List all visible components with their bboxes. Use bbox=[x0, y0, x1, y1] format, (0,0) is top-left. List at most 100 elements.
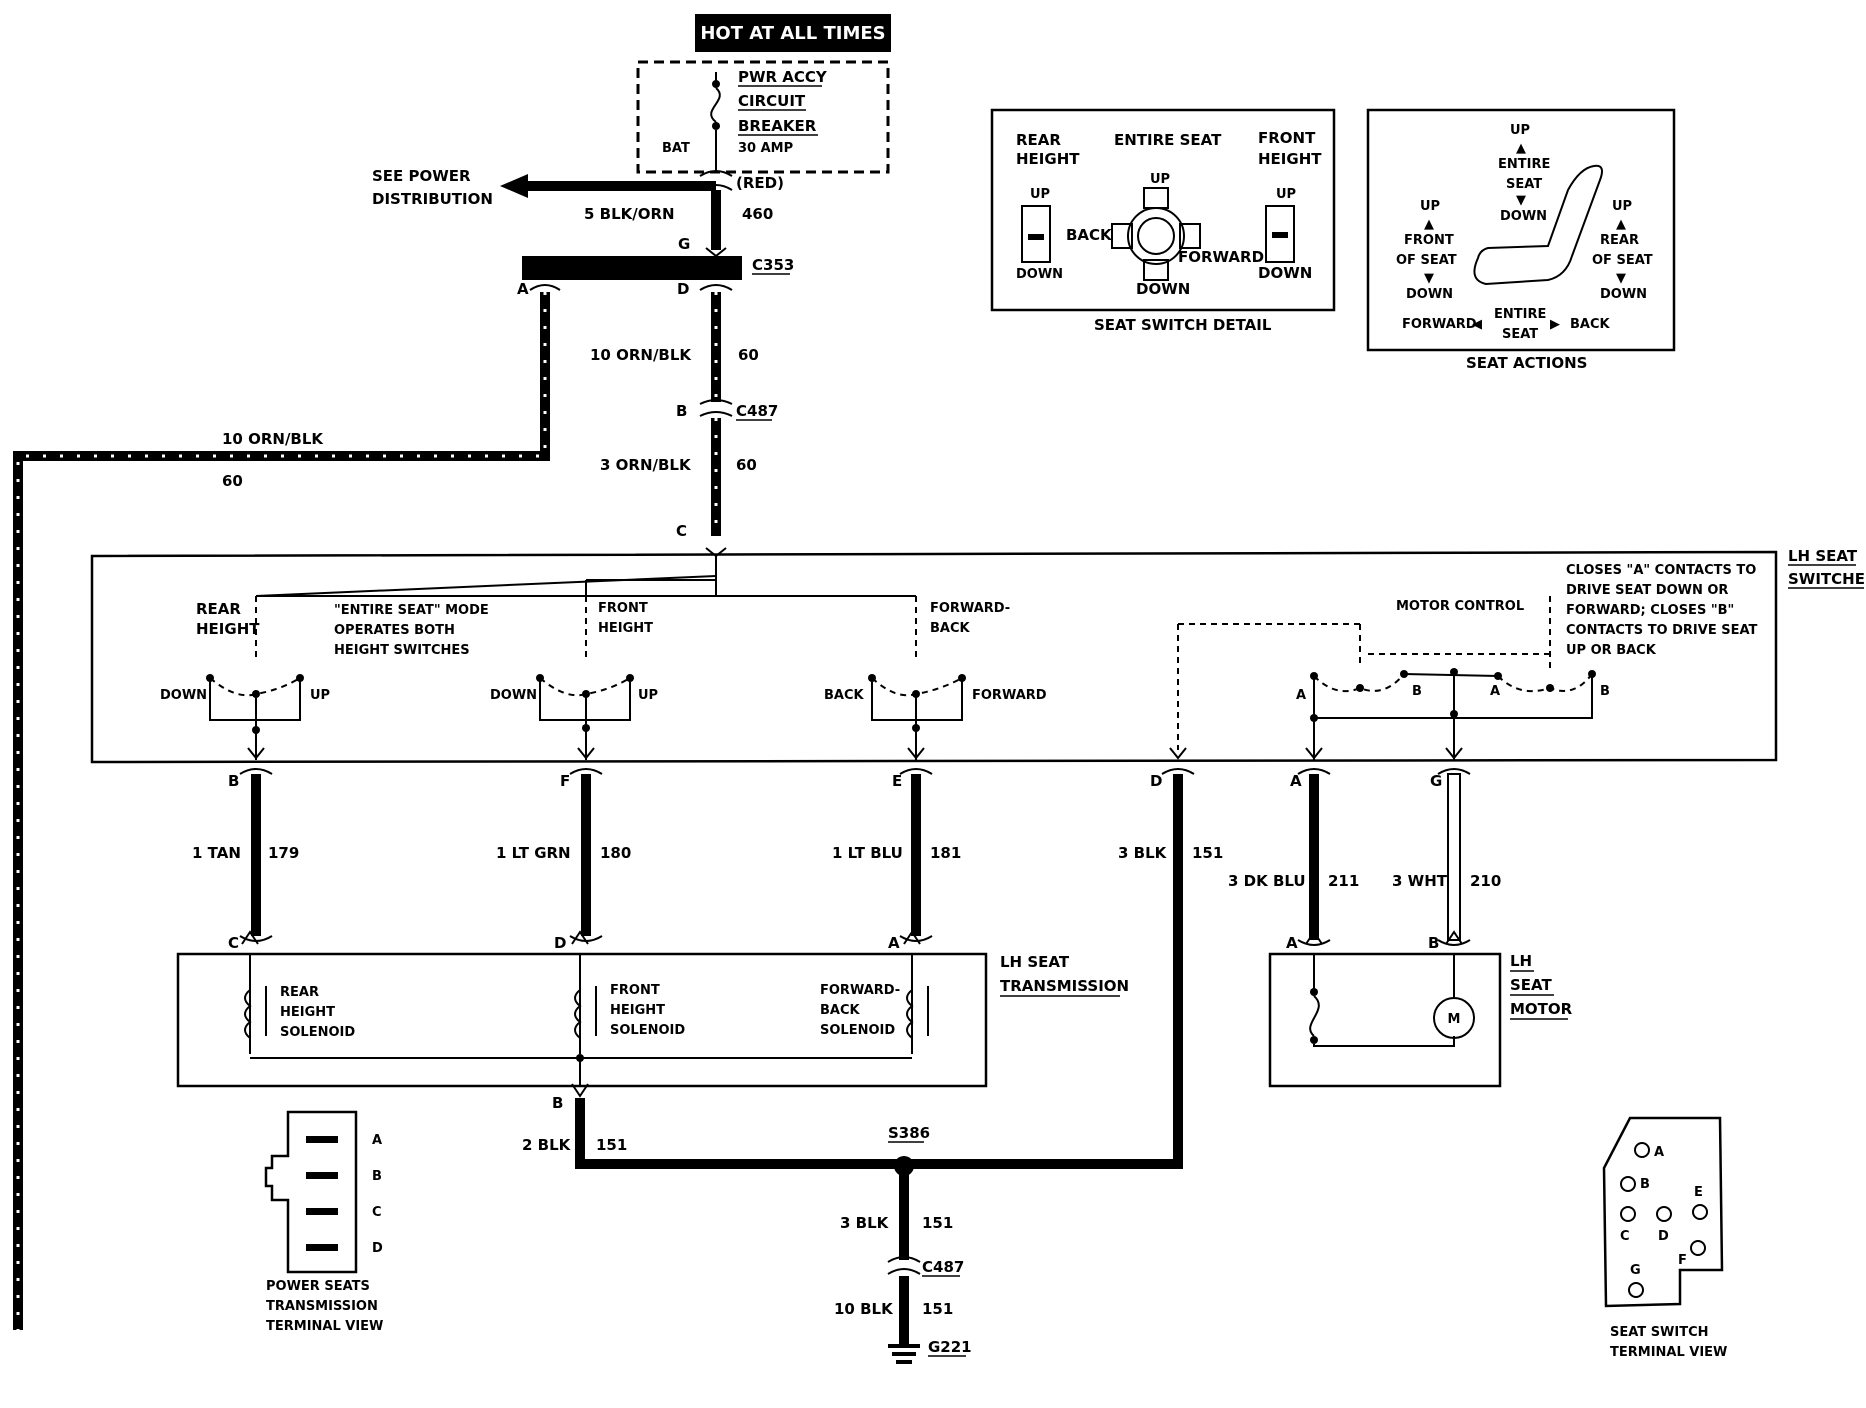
svg-text:▶: ▶ bbox=[1550, 317, 1560, 332]
svg-text:UP: UP bbox=[1276, 187, 1296, 202]
svg-text:151: 151 bbox=[1192, 844, 1223, 862]
svg-text:C: C bbox=[676, 522, 687, 540]
svg-text:REAR: REAR bbox=[1016, 131, 1061, 149]
svg-text:DOWN: DOWN bbox=[1016, 267, 1063, 282]
wire-179: B 1 TAN 179 C bbox=[192, 768, 299, 952]
svg-text:C487: C487 bbox=[736, 402, 778, 420]
svg-text:10 ORN/BLK: 10 ORN/BLK bbox=[222, 430, 324, 448]
svg-text:B: B bbox=[372, 1169, 382, 1184]
svg-text:179: 179 bbox=[268, 844, 299, 862]
svg-text:SEAT SWITCH: SEAT SWITCH bbox=[1610, 1325, 1709, 1340]
svg-text:DISTRIBUTION: DISTRIBUTION bbox=[372, 190, 493, 208]
svg-text:C: C bbox=[228, 934, 239, 952]
svg-text:ENTIRE: ENTIRE bbox=[1494, 307, 1546, 322]
svg-text:181: 181 bbox=[930, 844, 961, 862]
svg-text:FORWARD; CLOSES "B": FORWARD; CLOSES "B" bbox=[1566, 603, 1734, 618]
svg-text:UP: UP bbox=[1030, 187, 1050, 202]
svg-text:MOTOR CONTROL: MOTOR CONTROL bbox=[1396, 599, 1524, 614]
switch-terminal-view: A B E C D F G SEAT SWITCH TERMINAL VIEW bbox=[1602, 1116, 1727, 1360]
svg-text:▲: ▲ bbox=[1424, 217, 1434, 232]
svg-text:A: A bbox=[888, 934, 900, 952]
svg-text:SEAT: SEAT bbox=[1502, 327, 1538, 342]
svg-text:S386: S386 bbox=[888, 1124, 930, 1142]
svg-text:OF SEAT: OF SEAT bbox=[1396, 253, 1457, 268]
svg-text:3 WHT: 3 WHT bbox=[1392, 872, 1448, 890]
svg-text:TRANSMISSION: TRANSMISSION bbox=[1000, 977, 1129, 995]
svg-text:A: A bbox=[372, 1133, 382, 1148]
svg-text:SEAT SWITCH DETAIL: SEAT SWITCH DETAIL bbox=[1094, 316, 1272, 334]
svg-text:DOWN: DOWN bbox=[1136, 280, 1190, 298]
svg-text:HEIGHT SWITCHES: HEIGHT SWITCHES bbox=[334, 643, 470, 658]
svg-text:B: B bbox=[228, 772, 239, 790]
lh-seat-motor: LH SEAT MOTOR M bbox=[1268, 930, 1573, 1088]
svg-text:▲: ▲ bbox=[1616, 217, 1626, 232]
svg-text:151: 151 bbox=[922, 1300, 953, 1318]
svg-text:D: D bbox=[677, 280, 689, 298]
svg-text:C: C bbox=[1620, 1229, 1630, 1244]
svg-text:MOTOR: MOTOR bbox=[1510, 1000, 1573, 1018]
svg-text:REAR: REAR bbox=[196, 600, 241, 618]
svg-text:OPERATES BOTH: OPERATES BOTH bbox=[334, 623, 455, 638]
wire-151-ground-return: D 3 BLK 151 bbox=[900, 768, 1223, 1169]
lh-seat-transmission: LH SEAT TRANSMISSION REAR HEIGHT SOLENOI… bbox=[176, 930, 1129, 1088]
svg-text:3 ORN/BLK: 3 ORN/BLK bbox=[600, 456, 692, 474]
svg-text:LH SEAT: LH SEAT bbox=[1000, 953, 1070, 971]
svg-text:SEAT ACTIONS: SEAT ACTIONS bbox=[1466, 354, 1588, 372]
svg-text:B: B bbox=[676, 402, 687, 420]
svg-text:ENTIRE: ENTIRE bbox=[1498, 157, 1550, 172]
svg-text:CLOSES "A" CONTACTS TO: CLOSES "A" CONTACTS TO bbox=[1566, 563, 1756, 578]
svg-text:60: 60 bbox=[222, 472, 243, 490]
svg-text:211: 211 bbox=[1328, 872, 1359, 890]
svg-text:FRONT: FRONT bbox=[1404, 233, 1454, 248]
svg-text:B: B bbox=[1640, 1177, 1650, 1192]
svg-text:HEIGHT: HEIGHT bbox=[1258, 150, 1322, 168]
svg-text:460: 460 bbox=[742, 205, 773, 223]
svg-text:FORWARD-: FORWARD- bbox=[930, 601, 1010, 616]
svg-text:180: 180 bbox=[600, 844, 631, 862]
svg-text:A: A bbox=[1286, 934, 1298, 952]
svg-text:TRANSMISSION: TRANSMISSION bbox=[266, 1299, 378, 1314]
svg-text:5 BLK/ORN: 5 BLK/ORN bbox=[584, 205, 675, 223]
left-orn-blk-wire: 10 ORN/BLK 60 bbox=[13, 292, 550, 1330]
switch-forward-back: FORWARD- BACK BACK FORWARD bbox=[824, 601, 1047, 760]
svg-text:BREAKER: BREAKER bbox=[738, 117, 817, 135]
svg-text:2 BLK: 2 BLK bbox=[522, 1136, 572, 1154]
svg-text:BACK: BACK bbox=[1066, 226, 1113, 244]
svg-text:REAR: REAR bbox=[1600, 233, 1639, 248]
svg-text:1 TAN: 1 TAN bbox=[192, 844, 241, 862]
svg-text:SOLENOID: SOLENOID bbox=[610, 1023, 685, 1038]
svg-text:UP: UP bbox=[638, 688, 658, 703]
svg-text:SEAT: SEAT bbox=[1506, 177, 1542, 192]
svg-text:REAR: REAR bbox=[280, 985, 319, 1000]
svg-text:DRIVE SEAT DOWN OR: DRIVE SEAT DOWN OR bbox=[1566, 583, 1728, 598]
switch-rear-height: REAR HEIGHT DOWN UP bbox=[160, 600, 330, 760]
svg-text:A: A bbox=[1490, 684, 1500, 699]
svg-text:B: B bbox=[552, 1094, 563, 1112]
svg-text:151: 151 bbox=[596, 1136, 627, 1154]
svg-text:DOWN: DOWN bbox=[1500, 209, 1547, 224]
svg-text:HEIGHT: HEIGHT bbox=[1016, 150, 1080, 168]
motor-icon bbox=[1433, 997, 1475, 1039]
svg-text:DOWN: DOWN bbox=[1406, 287, 1453, 302]
center-orn-blk-wire: 10 ORN/BLK 60 B C487 3 ORN/BLK 60 C bbox=[590, 292, 778, 558]
svg-text:FORWARD: FORWARD bbox=[972, 688, 1047, 703]
svg-text:DOWN: DOWN bbox=[1600, 287, 1647, 302]
svg-text:M: M bbox=[1448, 1012, 1461, 1027]
switch-front-height: FRONT HEIGHT DOWN UP bbox=[490, 601, 658, 760]
svg-text:ENTIRE SEAT: ENTIRE SEAT bbox=[1114, 131, 1222, 149]
svg-text:TERMINAL VIEW: TERMINAL VIEW bbox=[266, 1319, 383, 1334]
power-feed: (RED) SEE POWER DISTRIBUTION 5 BLK/ORN 4… bbox=[372, 167, 784, 258]
svg-text:1 LT GRN: 1 LT GRN bbox=[496, 844, 571, 862]
svg-text:LH SEAT: LH SEAT bbox=[1788, 547, 1858, 565]
svg-text:HEIGHT: HEIGHT bbox=[280, 1005, 335, 1020]
svg-text:G: G bbox=[1630, 1263, 1641, 1278]
svg-text:LH: LH bbox=[1510, 952, 1532, 970]
svg-text:3 DK BLU: 3 DK BLU bbox=[1228, 872, 1306, 890]
svg-text:HEIGHT: HEIGHT bbox=[196, 620, 260, 638]
lh-seat-switches: LH SEAT SWITCHES REAR HEIGHT DOW bbox=[90, 547, 1866, 764]
svg-text:TERMINAL VIEW: TERMINAL VIEW bbox=[1610, 1345, 1727, 1360]
svg-text:G: G bbox=[1430, 772, 1442, 790]
svg-text:UP: UP bbox=[310, 688, 330, 703]
svg-text:▼: ▼ bbox=[1424, 271, 1434, 286]
